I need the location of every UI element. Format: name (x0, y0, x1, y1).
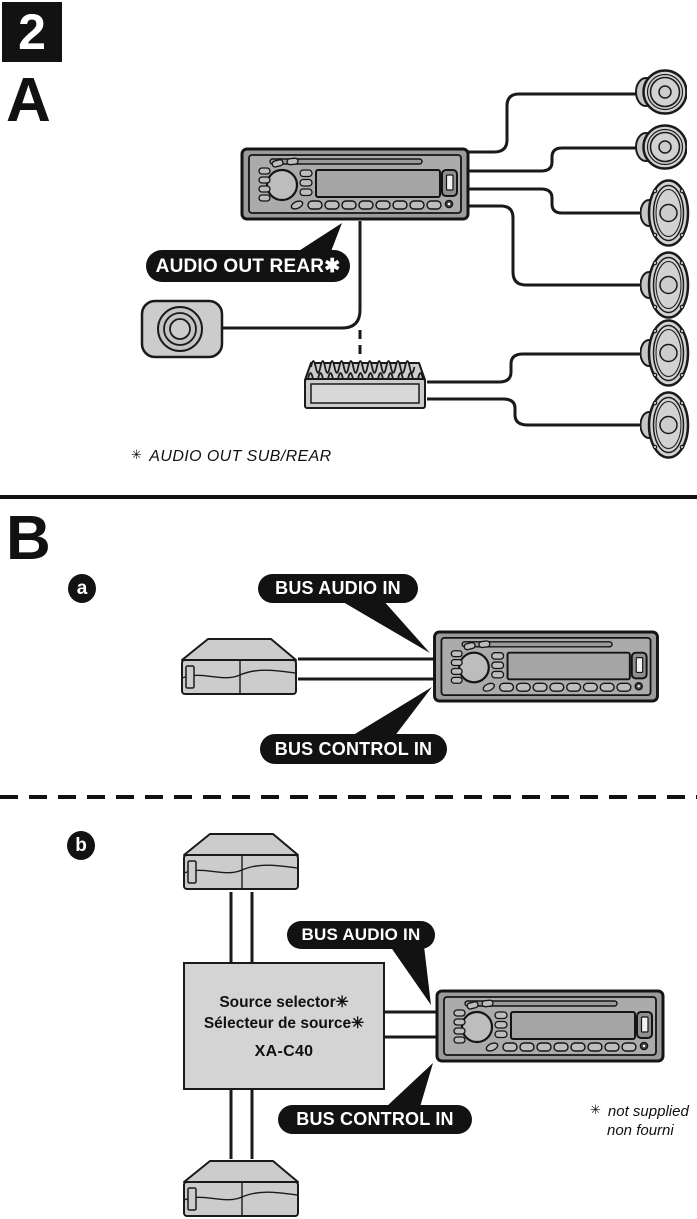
pointer-bus-audio-in-a (338, 599, 430, 653)
cd-changer-a (178, 636, 300, 703)
section-a-speaker-wires (427, 92, 648, 427)
audio-out-rear-label: AUDIO OUT REAR✱ (146, 250, 350, 282)
round-speaker-1 (634, 68, 688, 121)
asterisk-marker: ✳ (131, 447, 143, 462)
power-amplifier (303, 353, 427, 418)
head-unit-b1 (432, 630, 660, 708)
section-a-sub-amp-wires (222, 221, 362, 354)
bus-audio-in-label-a: BUS AUDIO IN (258, 574, 418, 603)
source-selector-name-en: Source selector✳ (219, 993, 349, 1011)
subwoofer (140, 299, 224, 364)
round-speaker-2 (634, 123, 688, 176)
bus-audio-in-label-b: BUS AUDIO IN (287, 921, 435, 949)
section-a-letter: A (6, 66, 51, 135)
oval-speaker-2 (639, 250, 690, 325)
head-unit-a (240, 147, 470, 226)
section-b-letter: B (6, 504, 51, 573)
footnote-not-supplied: ✳ not supplied non fourni (590, 1100, 689, 1140)
oval-speaker-4 (639, 390, 690, 465)
asterisk-marker: ✳ (590, 1102, 601, 1117)
source-selector-model: XA-C40 (254, 1042, 314, 1060)
sub-section-a-badge: a (68, 574, 96, 603)
footnote-line2: non fourni (607, 1122, 674, 1139)
bus-control-in-label-b: BUS CONTROL IN (278, 1105, 472, 1134)
pointer-bus-control-in-a (350, 687, 432, 737)
cd-changer-b-top (180, 831, 302, 898)
step-number-box: 2 (2, 2, 62, 62)
sub-section-divider-dashed (0, 795, 697, 799)
section-divider (0, 495, 697, 499)
cd-changer-b-bottom (180, 1158, 302, 1219)
footnote-audio-out-sub-rear: ✳ AUDIO OUT SUB/REAR (131, 447, 332, 466)
footnote-text: AUDIO OUT SUB/REAR (149, 448, 332, 465)
sub-section-b-badge: b (67, 831, 95, 860)
step-number: 2 (18, 4, 46, 60)
section-b-bus-wires (229, 657, 439, 1159)
oval-speaker-3 (639, 318, 690, 393)
bus-control-in-label-a: BUS CONTROL IN (260, 734, 447, 764)
pointer-bus-control-in-b (386, 1063, 433, 1107)
head-unit-b2 (435, 989, 665, 1068)
pointer-bus-audio-in-b (390, 946, 431, 1005)
footnote-line1: not supplied (607, 1103, 689, 1120)
source-selector-box: Source selector✳ Sélecteur de source✳ XA… (183, 962, 385, 1090)
callout-pointers (294, 223, 433, 1107)
pointer-audio-out-rear (294, 223, 342, 254)
source-selector-name-fr: Sélecteur de source✳ (203, 1014, 365, 1032)
oval-speaker-1 (639, 178, 690, 253)
